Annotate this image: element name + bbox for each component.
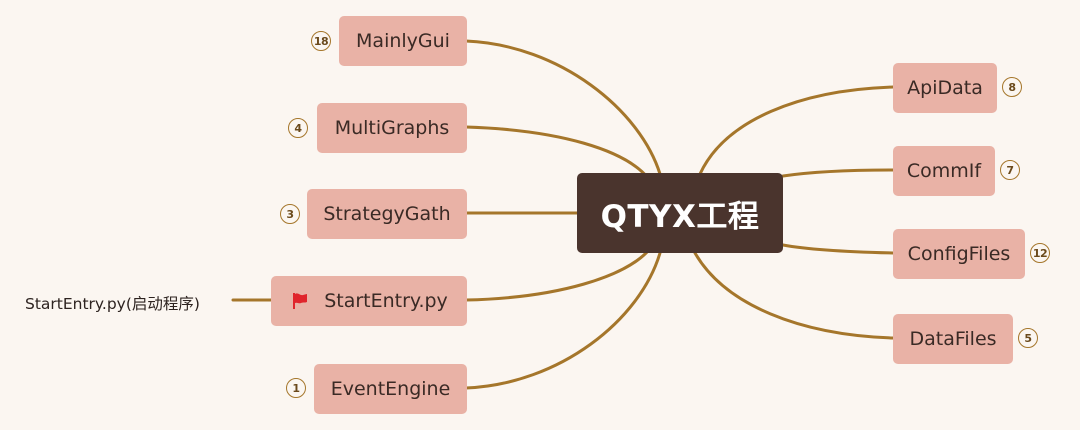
count-badge-multigraphs[interactable]: 4 — [288, 118, 308, 138]
red-flag-icon — [293, 293, 308, 309]
link-startentry — [464, 249, 650, 302]
node-label: MultiGraphs — [334, 117, 450, 139]
node-label: ApiData — [907, 77, 983, 99]
node-commif[interactable]: CommIf — [893, 146, 995, 196]
link-multigraphs — [464, 125, 650, 180]
node-startentry[interactable]: StartEntry.py — [271, 276, 467, 326]
node-strategygath[interactable]: StrategyGath — [307, 189, 467, 239]
node-label: MainlyGui — [356, 30, 450, 52]
link-commif — [781, 168, 895, 178]
link-datafiles — [693, 251, 895, 340]
count-badge-strategygath[interactable]: 3 — [280, 204, 300, 224]
count-badge-apidata[interactable]: 8 — [1002, 77, 1022, 97]
count-badge-mainlygui[interactable]: 18 — [311, 31, 331, 51]
node-mainlygui[interactable]: MainlyGui — [339, 16, 467, 66]
node-configfiles[interactable]: ConfigFiles — [893, 229, 1025, 279]
link-eventengine — [464, 251, 662, 390]
node-label: StrategyGath — [323, 203, 451, 225]
node-datafiles[interactable]: DataFiles — [893, 314, 1013, 364]
node-label: EventEngine — [330, 378, 451, 400]
count-badge-eventengine[interactable]: 1 — [286, 378, 306, 398]
root-label: QTYX工程 — [600, 198, 760, 235]
count-badge-configfiles[interactable]: 12 — [1030, 243, 1050, 263]
count-badge-commif[interactable]: 7 — [1000, 160, 1020, 180]
node-label: StartEntry.py — [324, 290, 448, 312]
root-node[interactable]: QTYX工程 — [577, 173, 783, 253]
link-apidata — [698, 85, 895, 176]
link-mainlygui — [464, 39, 662, 176]
link-configfiles — [781, 243, 895, 255]
count-badge-datafiles[interactable]: 5 — [1018, 328, 1038, 348]
node-label: ConfigFiles — [907, 243, 1011, 265]
node-eventengine[interactable]: EventEngine — [314, 364, 467, 414]
node-apidata[interactable]: ApiData — [893, 63, 997, 113]
start-entry-note[interactable]: StartEntry.py(启动程序) — [25, 295, 200, 313]
node-label: DataFiles — [909, 328, 997, 350]
node-label: CommIf — [906, 160, 982, 182]
node-multigraphs[interactable]: MultiGraphs — [317, 103, 467, 153]
